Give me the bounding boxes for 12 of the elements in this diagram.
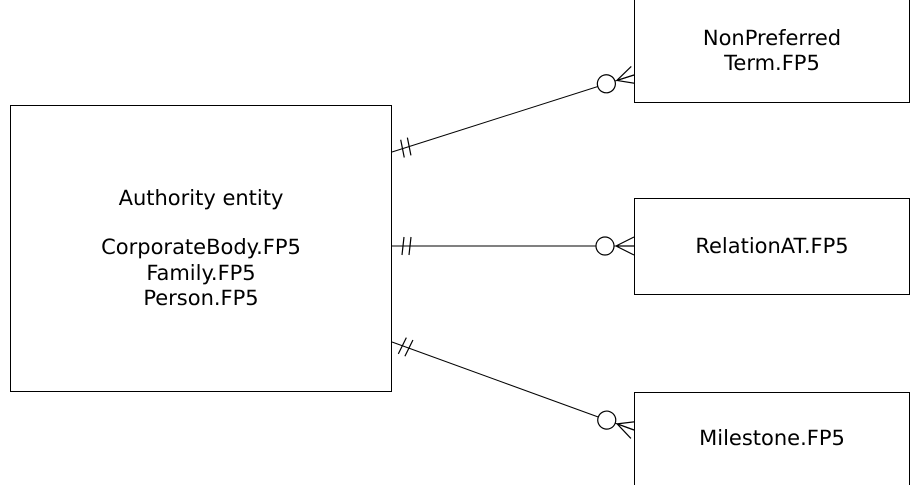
relationship-line xyxy=(392,236,635,256)
entity-box xyxy=(634,392,910,485)
file-name: NonPreferred Term.FP5 xyxy=(702,26,842,76)
file-name: Person.FP5 xyxy=(143,286,259,311)
file-name: RelationAT.FP5 xyxy=(694,234,850,260)
file-name: CorporateBody.FP5 xyxy=(101,235,301,260)
entity-box xyxy=(634,198,910,295)
file-name: Family.FP5 xyxy=(146,260,256,286)
file-name: Milestone.FP5 xyxy=(698,426,846,452)
entity-box xyxy=(10,105,392,392)
entity-heading: Authority entity xyxy=(118,186,284,212)
entity-box xyxy=(634,0,910,103)
